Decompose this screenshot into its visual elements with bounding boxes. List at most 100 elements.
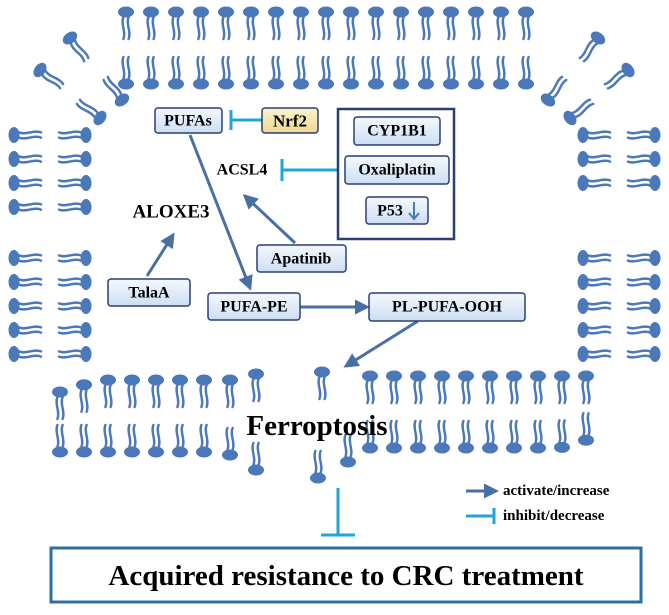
lipid-molecule bbox=[33, 62, 65, 90]
lipid-molecule bbox=[172, 374, 188, 409]
acsl4-label: ACSL4 bbox=[217, 162, 268, 179]
lipid-molecule bbox=[248, 441, 264, 476]
talaa-box bbox=[107, 278, 191, 307]
lipid-molecule bbox=[340, 433, 356, 468]
lipid-molecule bbox=[506, 370, 522, 405]
lipid-molecule bbox=[626, 175, 661, 191]
lipid-molecule bbox=[540, 75, 568, 107]
lipid-molecule bbox=[218, 55, 234, 90]
lipid-molecule bbox=[124, 423, 140, 458]
lipid-molecule bbox=[418, 6, 434, 41]
lipid-molecule bbox=[57, 199, 92, 215]
lipid-molecule bbox=[530, 419, 546, 454]
lipid-molecule bbox=[418, 55, 434, 90]
lipid-molecule bbox=[362, 419, 378, 454]
lipid-molecule bbox=[124, 374, 140, 409]
lipid-molecule bbox=[52, 386, 68, 421]
lipid-molecule bbox=[196, 423, 212, 458]
lipid-molecule bbox=[57, 151, 92, 167]
plpufaooh-label: PL-PUFA-OOH bbox=[392, 299, 502, 316]
lipid-molecule bbox=[482, 419, 498, 454]
lipid-molecule bbox=[626, 298, 661, 314]
lipid-molecule bbox=[293, 6, 309, 41]
lipid-molecule bbox=[172, 423, 188, 458]
arrow-pufas-to-pufape bbox=[188, 134, 253, 291]
lipid-molecule bbox=[368, 6, 384, 41]
arrow-plpufaooh-to-ferroptosis bbox=[343, 319, 419, 368]
lipid-molecule bbox=[506, 419, 522, 454]
lipid-molecule bbox=[8, 151, 43, 167]
lipid-molecule bbox=[243, 55, 259, 90]
lipid-molecule bbox=[243, 6, 259, 41]
outcome-box bbox=[49, 546, 643, 604]
lipid-molecule bbox=[386, 370, 402, 405]
lipid-molecule bbox=[443, 55, 459, 90]
lipid-molecule bbox=[8, 322, 43, 338]
lipid-molecule bbox=[577, 151, 612, 167]
lipid-molecule bbox=[8, 127, 43, 143]
lipid-molecule bbox=[493, 55, 509, 90]
lipid-molecule bbox=[577, 175, 612, 191]
lipid-molecule bbox=[8, 346, 43, 362]
lipid-molecule bbox=[57, 127, 92, 143]
lipid-molecule bbox=[493, 6, 509, 41]
pufape-box bbox=[207, 292, 301, 321]
lipid-molecule bbox=[368, 55, 384, 90]
lipid-molecule bbox=[518, 55, 534, 90]
lipid-molecule bbox=[143, 6, 159, 41]
oxaliplatin-label: Oxaliplatin bbox=[358, 162, 435, 179]
lipid-molecule bbox=[57, 274, 92, 290]
activation-arrows bbox=[145, 134, 499, 499]
lipid-molecule bbox=[310, 449, 326, 484]
lipid-molecule bbox=[577, 346, 612, 362]
lipid-molecule bbox=[443, 6, 459, 41]
lipid-molecule bbox=[52, 423, 68, 458]
aloxe3-label: ALOXE3 bbox=[132, 202, 209, 223]
lipid-molecule bbox=[62, 31, 90, 63]
p53-label: P53 bbox=[377, 203, 403, 220]
plpufaooh-box bbox=[368, 292, 526, 322]
lipid-molecule bbox=[100, 374, 116, 409]
lipid-molecule bbox=[8, 274, 43, 290]
lipid-molecule bbox=[577, 298, 612, 314]
lipid-molecule bbox=[8, 199, 43, 215]
lipid-molecule bbox=[458, 370, 474, 405]
lipid-molecule bbox=[57, 298, 92, 314]
outcome-label: Acquired resistance to CRC treatment bbox=[108, 560, 584, 592]
lipid-molecule bbox=[314, 366, 330, 401]
oxaliplatin-box bbox=[344, 155, 450, 185]
lipid-molecule bbox=[343, 6, 359, 41]
lipid-molecule bbox=[386, 419, 402, 454]
lipid-molecule bbox=[8, 298, 43, 314]
lipid-molecule bbox=[8, 175, 43, 191]
lipid-molecule bbox=[393, 6, 409, 41]
legend-inhibit-label: inhibit/decrease bbox=[503, 508, 605, 524]
arrow-talaa-to-aloxe3 bbox=[145, 232, 175, 277]
legend-activate-label: activate/increase bbox=[503, 483, 610, 499]
lipid-molecule bbox=[8, 250, 43, 266]
lipid-molecule bbox=[193, 55, 209, 90]
lipid-molecule bbox=[118, 6, 134, 41]
ferroptosis-label: Ferroptosis bbox=[246, 410, 387, 442]
lipid-molecule bbox=[168, 6, 184, 41]
lipid-molecule bbox=[482, 370, 498, 405]
pufas-box bbox=[154, 107, 223, 134]
lipid-molecule bbox=[343, 55, 359, 90]
talaa-label: TalaA bbox=[128, 285, 170, 302]
lipid-molecule bbox=[577, 322, 612, 338]
lipid-molecule bbox=[518, 6, 534, 41]
cyp1b1-label: CYP1B1 bbox=[367, 123, 427, 140]
lipid-molecule bbox=[603, 62, 635, 90]
lipid-molecule bbox=[578, 31, 606, 63]
lipid-molecule bbox=[626, 274, 661, 290]
lipid-molecule bbox=[168, 55, 184, 90]
lipid-molecule bbox=[143, 55, 159, 90]
lipid-molecule bbox=[268, 55, 284, 90]
lipid-molecule bbox=[148, 423, 164, 458]
lipid-molecule bbox=[57, 175, 92, 191]
lipid-molecule bbox=[76, 423, 92, 458]
lipid-molecule bbox=[118, 55, 134, 90]
inhibition-arrows bbox=[229, 110, 496, 537]
